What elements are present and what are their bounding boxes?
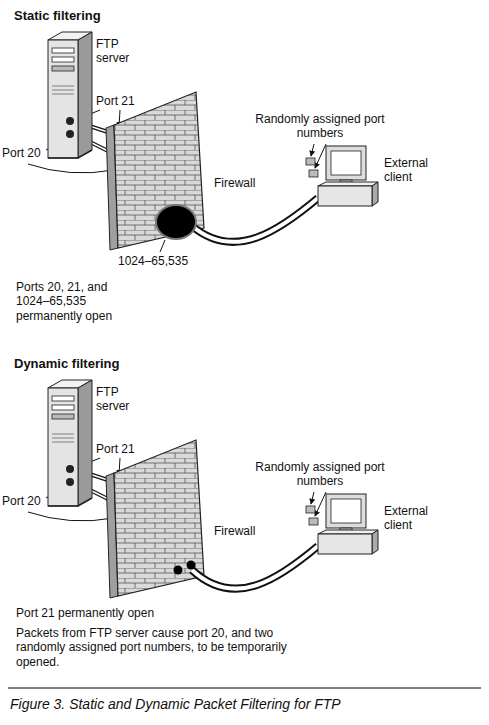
- callout-label: Firewall: [214, 524, 255, 538]
- callout-label: Port 20: [2, 494, 41, 508]
- callout-label: Firewall: [214, 176, 255, 190]
- cable: [192, 546, 318, 589]
- leader-line: [160, 240, 165, 252]
- server-icon: [48, 380, 92, 506]
- callout-label: Ports 20, 21, and 1024–65,535 permanentl…: [16, 280, 130, 323]
- callout-label: Port 21 permanently open: [16, 606, 154, 620]
- callout-label: Port 21: [96, 94, 135, 108]
- callout-label: Randomly assigned port numbers: [250, 112, 390, 141]
- callout-label: Port 21: [96, 442, 135, 456]
- temporary-port: [174, 566, 183, 575]
- cable: [192, 198, 318, 242]
- panel-heading: Dynamic filtering: [14, 356, 119, 372]
- temporary-port: [187, 561, 196, 570]
- caption-rule: [8, 688, 481, 689]
- cable: [192, 198, 318, 242]
- port-range-opening: [156, 205, 196, 239]
- callout-label: Packets from FTP server cause port 20, a…: [16, 626, 288, 669]
- firewall-wall: [106, 440, 204, 598]
- callout-label: External client: [384, 156, 446, 185]
- node-label: FTP server: [96, 386, 138, 414]
- panel-heading: Static filtering: [14, 8, 101, 24]
- node-label: FTP server: [96, 38, 138, 66]
- server-icon: [48, 32, 92, 158]
- callout-label: Randomly assigned port numbers: [250, 460, 390, 489]
- client-computer: [306, 494, 378, 554]
- figure-caption: Figure 3. Static and Dynamic Packet Filt…: [10, 696, 341, 713]
- callout-label: Port 20: [2, 146, 41, 160]
- client-computer: [306, 146, 378, 206]
- firewall-wall: [106, 92, 204, 250]
- cable: [192, 546, 318, 589]
- callout-label: External client: [384, 504, 446, 533]
- callout-label: 1024–65,535: [118, 254, 188, 268]
